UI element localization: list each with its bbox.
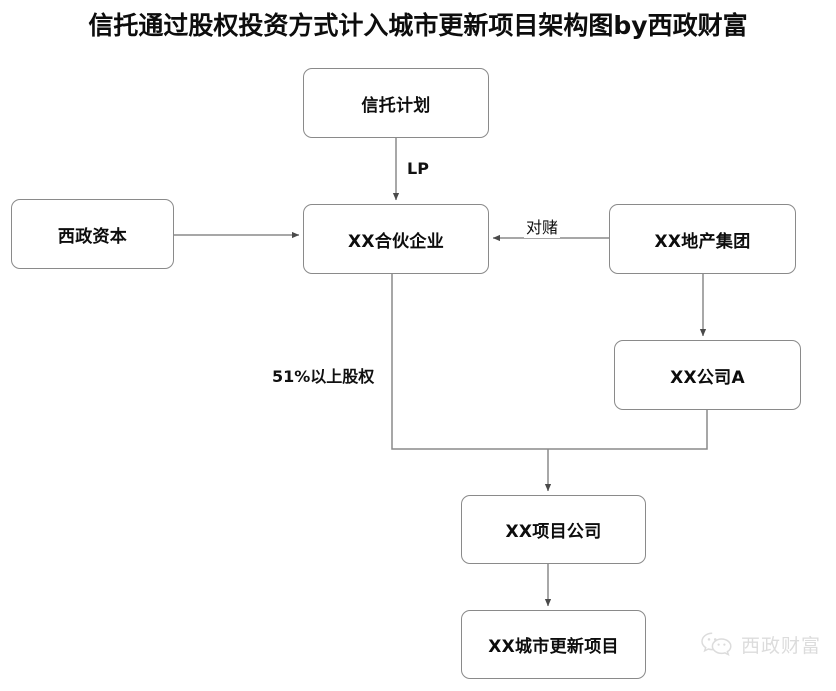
edge-companya-to-junction — [548, 410, 708, 450]
node-label: XX公司A — [670, 367, 745, 388]
node-company-a[interactable]: XX公司A — [614, 340, 801, 410]
node-xizheng-capital[interactable]: 西政资本 — [11, 199, 174, 269]
edge-partnership-to-junction — [391, 274, 548, 450]
edge-label-lp: LP — [405, 159, 431, 178]
node-project-company[interactable]: XX项目公司 — [461, 495, 646, 564]
node-urban-renewal[interactable]: XX城市更新项目 — [461, 610, 646, 679]
edge-label-vam: 对赌 — [524, 214, 561, 238]
node-property-group[interactable]: XX地产集团 — [609, 204, 796, 274]
node-label: 西政资本 — [57, 226, 128, 247]
watermark-text: 西政财富 — [741, 634, 822, 657]
page-title: 信托通过股权投资方式计入城市更新项目架构图by西政财富 — [88, 11, 748, 40]
node-label: 信托计划 — [361, 95, 431, 116]
node-label: XX合伙企业 — [347, 231, 444, 252]
node-partnership[interactable]: XX合伙企业 — [303, 204, 489, 274]
node-trust-plan[interactable]: 信托计划 — [303, 68, 489, 138]
node-label: XX项目公司 — [505, 522, 602, 542]
watermark: 西政财富 — [700, 630, 821, 658]
wechat-icon — [701, 632, 732, 656]
node-label: XX地产集团 — [654, 231, 751, 252]
node-label: XX城市更新项目 — [488, 637, 619, 657]
edge-label-equity-51: 51%以上股权 — [270, 363, 377, 387]
